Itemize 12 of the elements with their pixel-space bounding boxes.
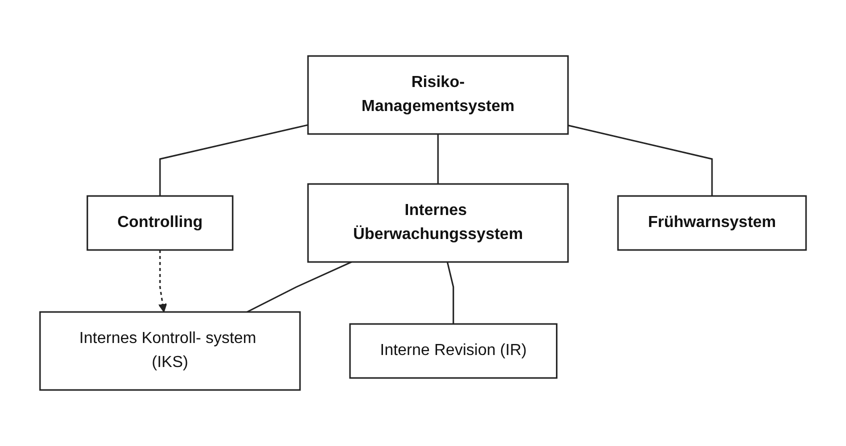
- node-box: Internes Überwachungssystem: [307, 183, 569, 263]
- connector: [437, 134, 439, 184]
- connector: [446, 262, 454, 324]
- connector: [246, 261, 352, 313]
- node-box: Internes Kontroll- system (IKS): [39, 311, 301, 391]
- node-box: Frühwarnsystem: [617, 195, 807, 251]
- node-box: Controlling: [86, 195, 234, 251]
- node-box: Interne Revision (IR): [349, 323, 558, 379]
- connector: [568, 124, 713, 196]
- node-box: Risiko-Managementsystem: [307, 55, 569, 135]
- connector: [159, 124, 308, 196]
- arrow: [158, 250, 167, 312]
